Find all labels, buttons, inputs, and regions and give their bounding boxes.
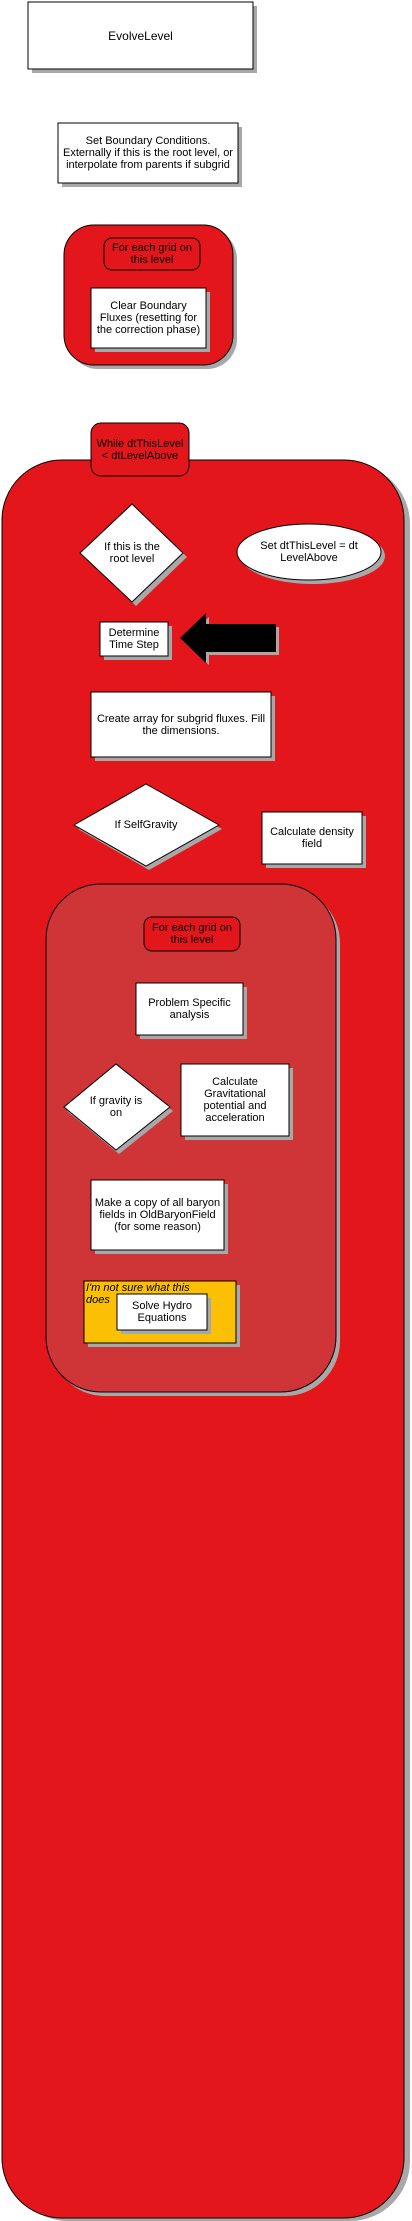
boundary-box xyxy=(57,122,239,184)
if-root-diamond xyxy=(79,503,184,603)
create-array-text: Create array for subgrid fluxes. Fill th… xyxy=(96,712,266,737)
set-dt-text: Set dtThisLevel = dt LevelAbove xyxy=(260,540,358,564)
if-gravity-diamond xyxy=(63,1063,171,1151)
copy-baryon-text: Make a copy of all baryon fields in OldB… xyxy=(94,1197,221,1233)
while-label-box xyxy=(90,422,190,477)
grid-loop-2-label-box xyxy=(143,916,241,952)
if-root-text: If this is the root level xyxy=(104,541,160,565)
calc-grav-box xyxy=(180,1063,290,1137)
density-box xyxy=(261,811,363,865)
diagram-title: EvolveLevel xyxy=(108,28,173,43)
while-label: While dtThisLevel < dtLevelAbove xyxy=(96,437,184,462)
grid-loop-2-label: For each grid on this level xyxy=(151,922,233,946)
grid-loop-1-label: For each grid on this level xyxy=(111,242,193,266)
left-arrow-icon xyxy=(180,613,276,663)
density-text: Calculate density field xyxy=(270,826,354,850)
clear-fluxes-text: Clear Boundary Fluxes (resetting for the… xyxy=(96,300,201,336)
calc-grav-text: Calculate Gravitational potential and ac… xyxy=(203,1076,267,1124)
solve-hydro-box xyxy=(116,1293,208,1331)
timestep-box xyxy=(99,621,169,657)
note-text: I'm not sure what this does xyxy=(86,1282,190,1306)
if-gravity-text: If gravity is on xyxy=(89,1095,143,1119)
if-selfgravity-text: If SelfGravity xyxy=(114,819,178,831)
set-dt-ellipse xyxy=(236,523,382,581)
if-selfgravity-diamond xyxy=(72,783,221,867)
create-array-box xyxy=(90,691,272,758)
problem-specific-text: Problem Specific analysis xyxy=(148,997,231,1021)
title-box xyxy=(27,1,254,70)
clear-fluxes-box xyxy=(90,287,207,349)
boundary-conditions-text: Set Boundary Conditions. Externally if t… xyxy=(63,135,233,171)
timestep-text: Determine Time Step xyxy=(108,627,160,651)
problem-specific-box xyxy=(135,982,244,1036)
solve-hydro-text: Solve Hydro Equations xyxy=(132,1300,192,1324)
copy-baryon-box xyxy=(90,1179,225,1251)
grid-loop-1-label-box xyxy=(103,237,201,271)
